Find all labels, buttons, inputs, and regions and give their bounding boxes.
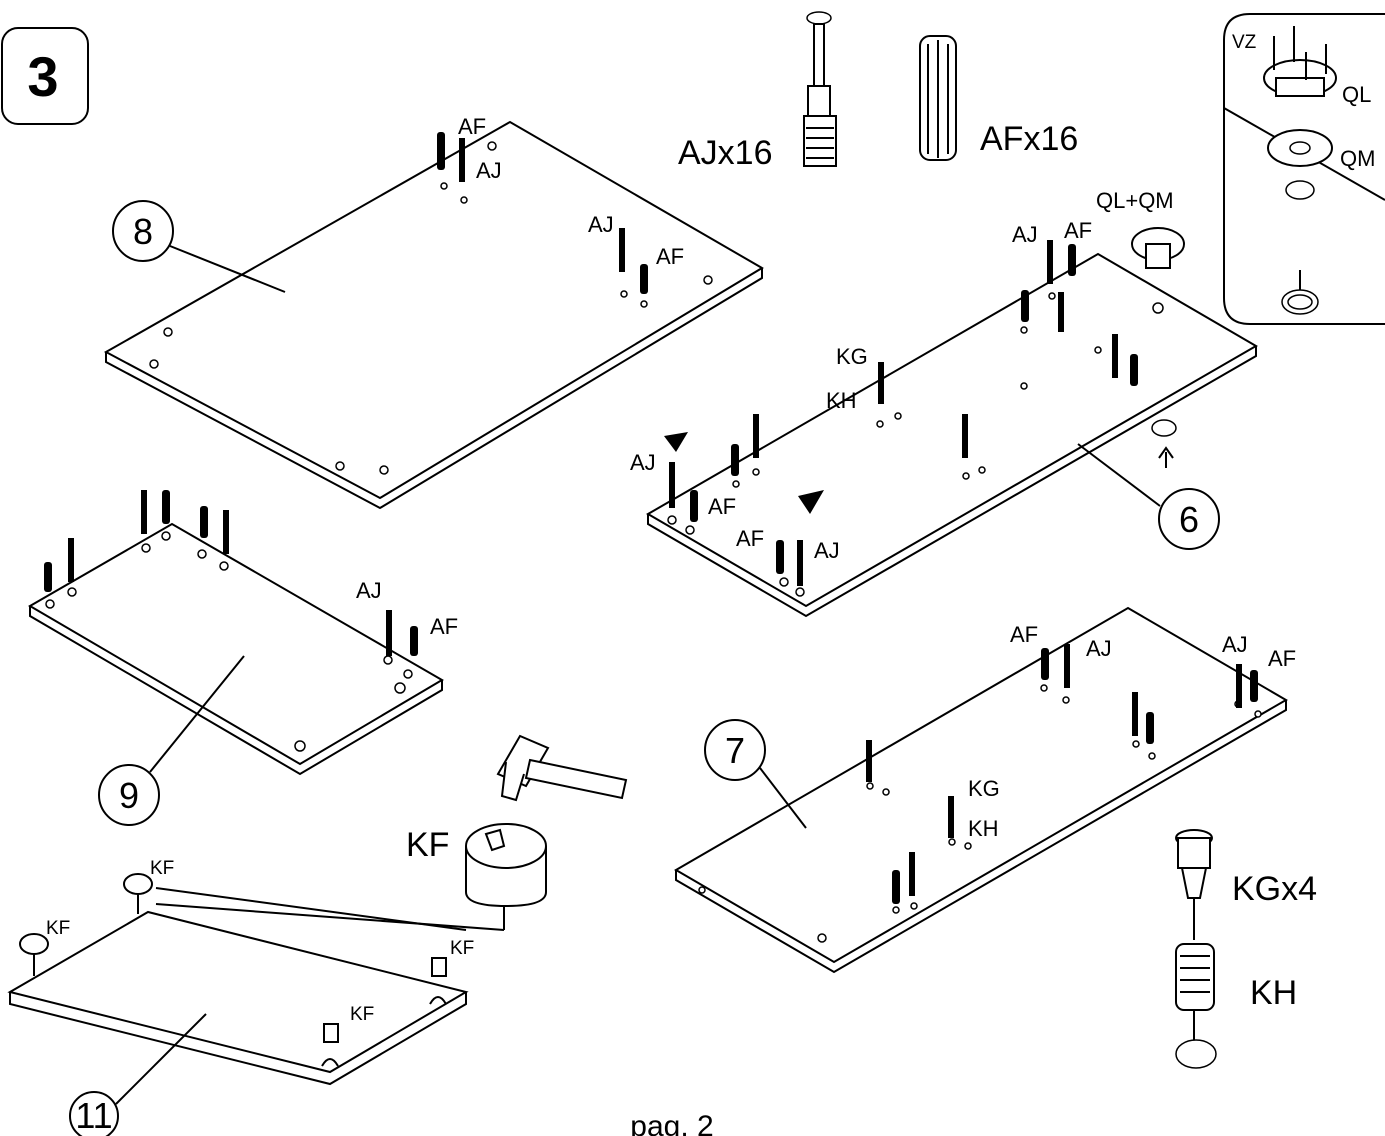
- af-count-label: AFx16: [980, 120, 1078, 158]
- panel-8: 8 AF AJ AJ AF: [103, 114, 764, 510]
- callout-af-8a: AF: [458, 114, 486, 139]
- kg-count-label: KGx4: [1232, 870, 1317, 908]
- callout-kf-11b: KF: [46, 918, 70, 939]
- callout-kf-11c: KF: [450, 938, 474, 959]
- callout-aj-6b: AJ: [630, 450, 656, 475]
- aj-count-label: AJx16: [678, 134, 773, 172]
- callout-aj-8b: AJ: [588, 212, 614, 237]
- aj-bolt-icon: [803, 11, 837, 167]
- callout-aj-6a: AJ: [1012, 222, 1038, 247]
- kf-cam-icon: KF: [406, 823, 547, 930]
- qm-label: QM: [1340, 146, 1375, 171]
- callout-af-6a: AF: [1064, 218, 1092, 243]
- kh-insert-icon: [1175, 943, 1217, 1069]
- callout-aj-8a: AJ: [476, 158, 502, 183]
- callout-aj-6c: AJ: [814, 538, 840, 563]
- callout-aj-7b: AJ: [1222, 632, 1248, 657]
- panel-11: 11 KF KF KF KF: [7, 858, 505, 1136]
- part-number-9: 9: [119, 775, 139, 816]
- panel-7: 7 AF AJ AJ AF KG KH: [674, 606, 1296, 974]
- kg-screw-icon: [1175, 829, 1213, 940]
- vz-label: VZ: [1232, 32, 1257, 53]
- callout-af-8b: AF: [656, 244, 684, 269]
- part-number-7: 7: [725, 730, 745, 771]
- ql-qm-label: QL+QM: [1096, 188, 1174, 213]
- callout-kf-11d: KF: [350, 1004, 374, 1025]
- page-footer: pag. 2: [630, 1110, 713, 1136]
- callout-kf-11a: KF: [150, 858, 174, 879]
- callout-af-9: AF: [430, 614, 458, 639]
- callout-af-7a: AF: [1010, 622, 1038, 647]
- callout-kh-6: KH: [826, 388, 857, 413]
- part-number-6: 6: [1179, 499, 1199, 540]
- af-dowel-icon: [919, 35, 957, 161]
- callout-af-6c: AF: [736, 526, 764, 551]
- panel-9: 9 AJ AF: [28, 490, 458, 826]
- callout-aj-9: AJ: [356, 578, 382, 603]
- panel-6: 6 QL+QM AJ AF KG KH AJ AF AF AJ: [630, 188, 1258, 618]
- ql-label: QL: [1342, 82, 1371, 107]
- kh-label: KH: [1250, 974, 1297, 1012]
- callout-af-6b: AF: [708, 494, 736, 519]
- step-number: 3: [27, 45, 58, 108]
- callout-kg-6: KG: [836, 344, 868, 369]
- part-number-11: 11: [75, 1095, 112, 1136]
- callout-af-7b: AF: [1268, 646, 1296, 671]
- callout-kh-7: KH: [968, 816, 999, 841]
- hammer-icon: [496, 734, 628, 802]
- detail-inset: VZ QL QM: [1223, 13, 1385, 325]
- callout-aj-7a: AJ: [1086, 636, 1112, 661]
- kf-large-label: KF: [406, 826, 449, 864]
- part-number-8: 8: [133, 211, 153, 252]
- callout-kg-7: KG: [968, 776, 1000, 801]
- step-number-box: 3: [1, 27, 89, 125]
